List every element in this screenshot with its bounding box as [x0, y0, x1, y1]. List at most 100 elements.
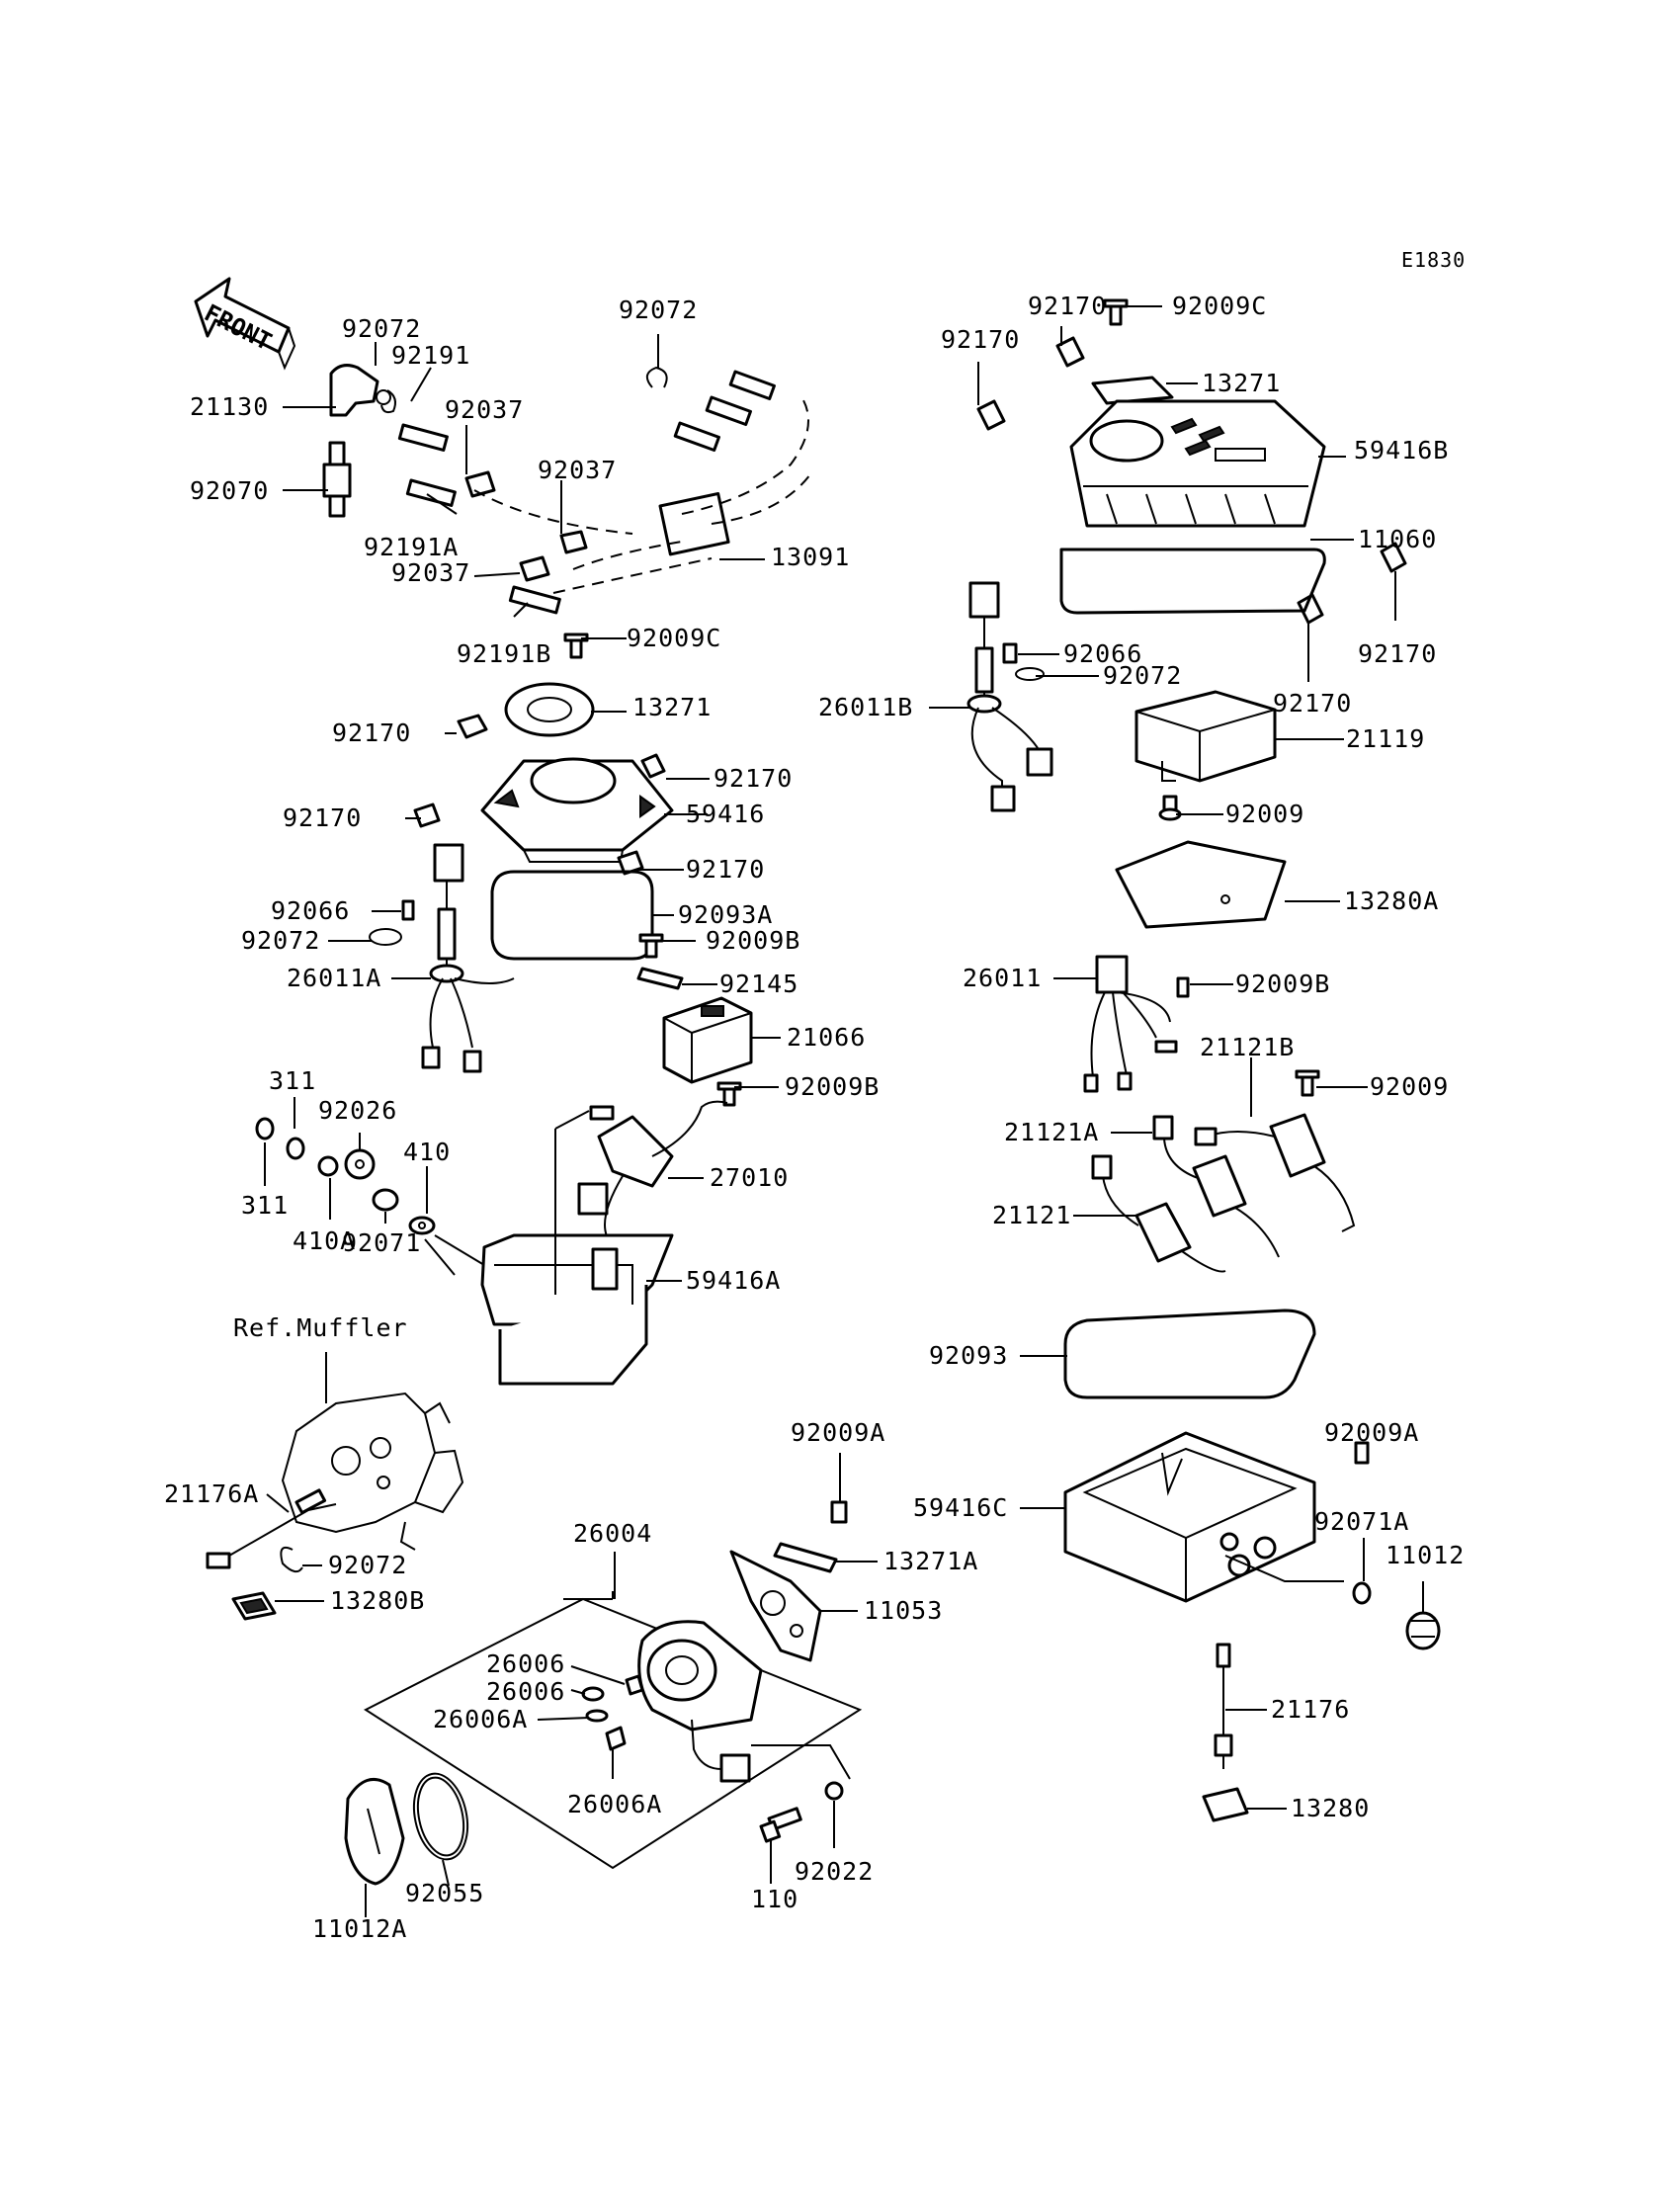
- ignition-coil-21121a: [1152, 1115, 1280, 1258]
- screw-92009b-lower: [716, 1081, 742, 1107]
- part-label: 92009C: [627, 624, 721, 652]
- part-label: 13280B: [330, 1586, 425, 1615]
- part-label: 92170: [332, 718, 411, 747]
- clips-92170-left: [413, 714, 666, 876]
- part-label: 21066: [787, 1023, 866, 1052]
- nut-92071a: [1352, 1581, 1372, 1605]
- regulator-21066: [662, 996, 753, 1084]
- clamps-92037: [464, 470, 588, 582]
- part-label: 92070: [190, 476, 269, 505]
- switch-housing-26004: [637, 1620, 763, 1783]
- screw-92009b-upper: [638, 933, 664, 959]
- wire-set-paths: [473, 370, 811, 594]
- part-label: 11012: [1386, 1541, 1465, 1569]
- knob-11012a: [344, 1777, 405, 1886]
- part-label: 92022: [795, 1857, 874, 1886]
- part-label: 21121A: [1004, 1118, 1099, 1146]
- screw-92009b-right: [1176, 976, 1190, 998]
- part-label: 92170: [1358, 639, 1437, 668]
- part-label: 92093A: [678, 900, 773, 929]
- part-label: 92009: [1370, 1072, 1449, 1101]
- part-label: 92066: [1063, 639, 1142, 668]
- part-label: 92009A: [791, 1418, 885, 1447]
- part-label: 92170: [283, 803, 362, 832]
- tube-92191b: [508, 585, 561, 615]
- starter-relay-27010: [577, 1100, 728, 1246]
- muffler-reference-outline: [281, 1392, 464, 1551]
- part-label: 410A: [293, 1226, 356, 1255]
- part-label: 410: [403, 1138, 451, 1166]
- pad-13280: [1202, 1787, 1249, 1822]
- part-label: 92170: [941, 325, 1020, 354]
- harness-26011b: [966, 581, 1053, 812]
- temp-sensor-21176a: [206, 1488, 337, 1569]
- part-label: 26011A: [287, 964, 381, 992]
- screw-92066-left: [401, 899, 415, 921]
- front-arrow-icon: FRONT: [194, 277, 296, 371]
- ignition-coils: [1091, 1113, 1356, 1273]
- part-label: 21130: [190, 392, 269, 421]
- part-label: 92145: [719, 970, 798, 998]
- part-label: 92009B: [706, 926, 800, 955]
- part-label: 92026: [318, 1096, 397, 1125]
- part-label: 13091: [771, 543, 850, 571]
- part-label: 92170: [1273, 689, 1352, 718]
- part-label: 92037: [391, 558, 470, 587]
- part-label: 13280: [1291, 1794, 1370, 1822]
- part-label: 59416A: [686, 1266, 781, 1295]
- part-label: 11012A: [312, 1914, 407, 1943]
- case-cover-59416: [480, 757, 674, 863]
- part-label: 92170: [714, 764, 793, 793]
- part-label: 92191B: [457, 639, 551, 668]
- part-label: 26004: [573, 1519, 652, 1548]
- case-cover-59416b: [1069, 399, 1326, 528]
- part-label: 21121: [992, 1201, 1071, 1229]
- part-label: 13271: [1202, 369, 1281, 397]
- small-parts-rubber: [255, 1117, 436, 1235]
- spark-plug-cap: [329, 364, 391, 417]
- part-label: 92009: [1225, 800, 1304, 828]
- screw-92009c-right: [1103, 298, 1129, 326]
- gasket-92093: [1063, 1309, 1316, 1399]
- part-number-labels: 92072 92191 21130 92037 92072 92070 9203…: [164, 292, 1465, 1943]
- part-label: 92072: [328, 1551, 407, 1579]
- screw-92009-igniter: [1158, 795, 1182, 821]
- pad-13280a: [1115, 840, 1287, 929]
- part-label: 26006A: [433, 1705, 528, 1733]
- part-label: 92071: [342, 1228, 421, 1257]
- part-label: 13271: [632, 693, 712, 721]
- screw-92009a-center: [830, 1500, 848, 1524]
- ignition-coil-21121b: [1194, 1113, 1356, 1232]
- leader-lines-left: [424, 1110, 590, 1295]
- plate-13271a: [773, 1542, 838, 1573]
- part-label: 26006A: [567, 1790, 662, 1818]
- clips-92170-right: [976, 336, 1407, 625]
- reference-note: Ref.Muffler: [233, 1313, 408, 1342]
- clamp-92072-lower-icon: [280, 1546, 303, 1573]
- part-label: 110: [751, 1885, 798, 1913]
- part-label: 21176: [1271, 1695, 1350, 1724]
- part-label: 92170: [1028, 292, 1107, 320]
- plate-13271-right: [1091, 376, 1174, 405]
- harness-26011a: [421, 843, 515, 1073]
- part-label: 21176A: [164, 1479, 259, 1508]
- screw-92066-right: [1002, 642, 1018, 664]
- cap-11012: [1405, 1611, 1441, 1650]
- sensor-21176: [1214, 1643, 1233, 1769]
- clamp-92072-icon: [380, 389, 396, 414]
- gasket-92093a: [490, 870, 654, 961]
- ignition-coil-21121: [1091, 1154, 1226, 1273]
- part-label: 26006: [486, 1649, 565, 1678]
- part-label: 11060: [1358, 525, 1437, 553]
- part-label: 92055: [405, 1879, 484, 1907]
- part-label: 92037: [445, 395, 524, 424]
- part-label: 92072: [1103, 661, 1182, 690]
- switch-leaders: [751, 1744, 851, 1780]
- part-label: 92009B: [1235, 970, 1330, 998]
- case-c-leader: [1224, 1555, 1344, 1582]
- bracket-11053: [729, 1550, 822, 1662]
- bracket-92145: [636, 967, 684, 990]
- bolt-110: [759, 1807, 802, 1843]
- part-label: 311: [241, 1191, 289, 1220]
- case-59416c: [1063, 1431, 1316, 1603]
